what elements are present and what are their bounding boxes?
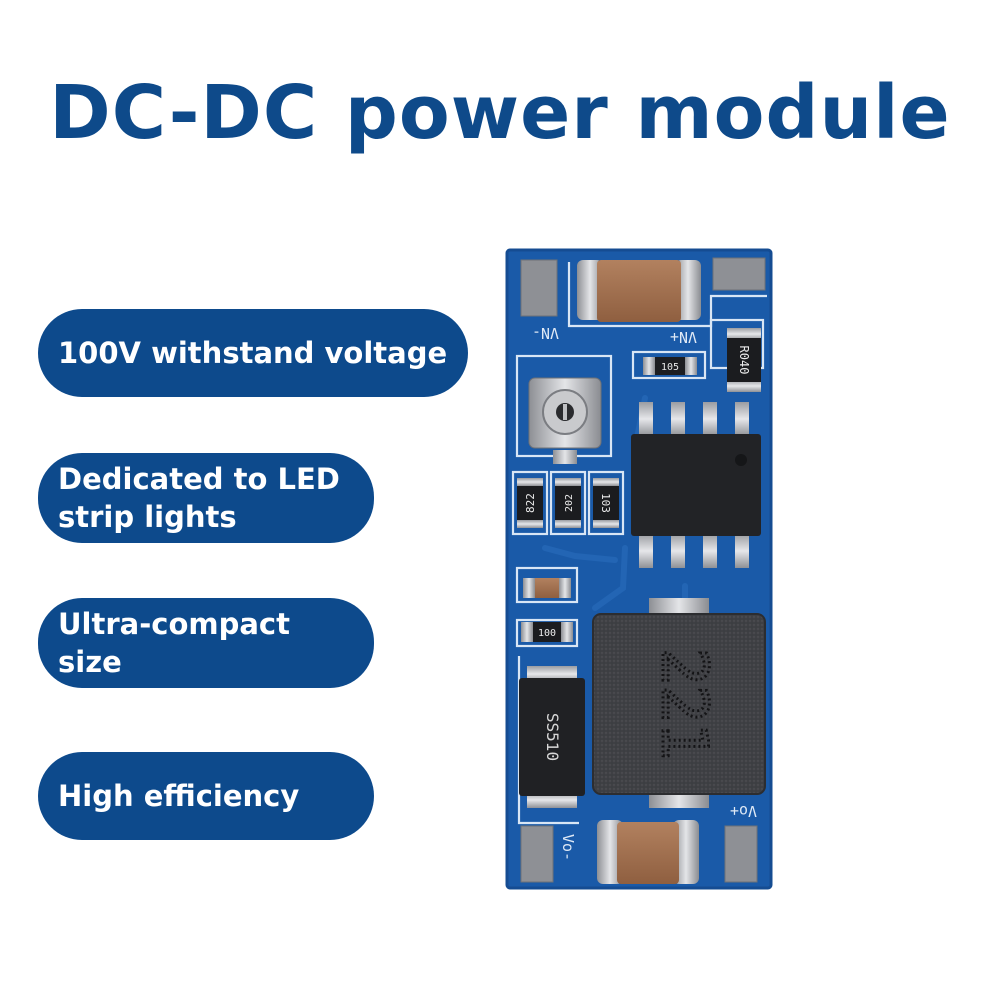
marking-100: 100 [538, 628, 556, 639]
diode: SS510 [519, 666, 585, 808]
feature-label: Dedicated to LED strip lights [58, 462, 340, 534]
feature-led-strip: Dedicated to LED strip lights [38, 453, 374, 543]
page-title: DC-DC power module [49, 70, 951, 156]
ic-chip [631, 402, 761, 568]
small-capacitor [523, 578, 571, 598]
feature-efficiency: High efficiency [38, 752, 374, 840]
marking-822: 822 [524, 493, 537, 513]
marking-221: 221 [648, 648, 721, 760]
label-vo-pos: Vo+ [730, 802, 757, 820]
capacitor-105: 105 [643, 357, 697, 375]
resistor-r040: R040 [727, 328, 761, 392]
feature-withstand-voltage: 100V withstand voltage [38, 309, 468, 397]
pad-vo-neg [520, 825, 554, 883]
pad-vin-pos [712, 257, 766, 291]
label-vin-neg: VN- [532, 324, 559, 342]
marking-105: 105 [661, 362, 679, 373]
pad-vo-pos [724, 825, 758, 883]
resistor-100: 100 [521, 622, 573, 642]
inductor: 221 [592, 598, 766, 808]
output-capacitor [597, 820, 699, 884]
feature-compact-size: Ultra-compact size [38, 598, 374, 688]
resistor-822: 822 [517, 478, 543, 528]
pad-vin-neg [520, 259, 558, 317]
marking-202: 202 [564, 494, 575, 512]
resistor-103: 103 [593, 478, 619, 528]
label-vo-neg: Vo- [559, 834, 577, 861]
resistor-202: 202 [555, 478, 581, 528]
pcb-board-image: VN- VN+ 105 R040 822 [505, 248, 773, 890]
input-capacitor [577, 260, 701, 322]
feature-label: High efficiency [58, 779, 300, 813]
potentiometer [528, 377, 602, 464]
marking-103: 103 [599, 493, 612, 513]
label-vin-pos: VN+ [670, 328, 697, 346]
feature-label: 100V withstand voltage [58, 336, 448, 370]
feature-label: Ultra-compact size [58, 607, 290, 679]
marking-ss510: SS510 [543, 713, 562, 761]
marking-r040: R040 [737, 346, 751, 375]
